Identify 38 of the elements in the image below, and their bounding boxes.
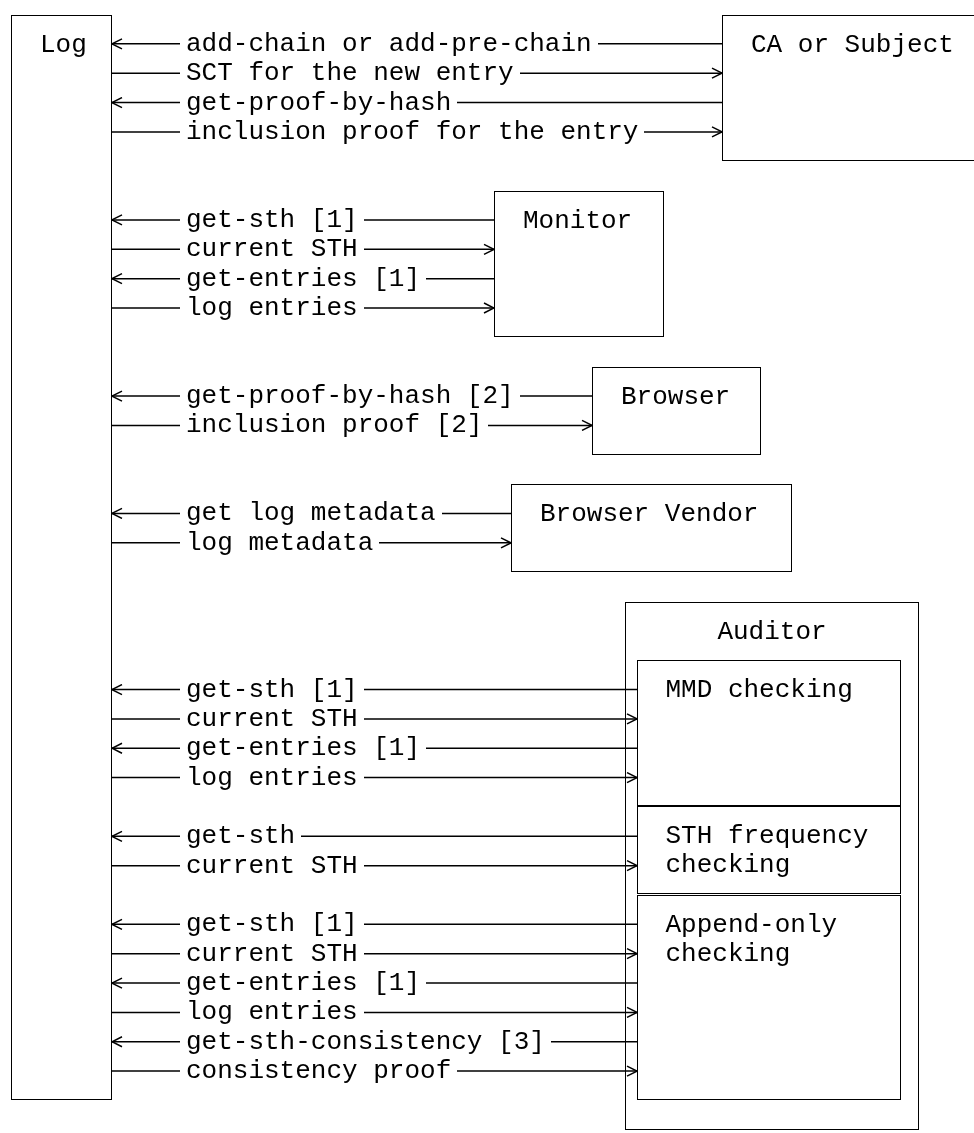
entity-box (494, 190, 664, 338)
node-label: Browser Vendor (540, 500, 760, 530)
edge-label: log entries (180, 764, 364, 791)
check-box (636, 806, 901, 895)
edge-label: inclusion proof [2] (180, 412, 489, 439)
entity-box (511, 484, 792, 573)
node-label: STH frequency checking (665, 822, 870, 881)
edge-label: get-entries [1] (180, 970, 427, 997)
edge-label: get-sth [1] (180, 676, 364, 703)
entity-box (722, 14, 974, 162)
node-heading: Auditor (716, 617, 828, 647)
edge-label: get-entries [1] (180, 265, 427, 292)
edge-label: get log metadata (180, 500, 442, 527)
check-box (636, 894, 901, 1100)
edge-label: get-proof-by-hash (180, 89, 458, 116)
edge-label: get-entries [1] (180, 735, 427, 762)
edge-label: consistency proof (180, 1058, 458, 1085)
check-box (636, 659, 901, 807)
edge-label: add-chain or add-pre-chain (180, 30, 598, 57)
node-label: CA or Subject (751, 30, 955, 60)
edge-label: log metadata (180, 529, 380, 556)
edge-label: get-sth [1] (180, 911, 364, 938)
edge-label: get-sth [1] (180, 206, 364, 233)
edge-label: get-sth-consistency [3] (180, 1028, 551, 1055)
node-label: Append-only checking (665, 910, 839, 969)
edge-label: inclusion proof for the entry (180, 118, 645, 145)
node-label: Log (40, 30, 88, 60)
node-label: MMD checking (665, 675, 854, 705)
edge-label: get-proof-by-hash [2] (180, 383, 520, 410)
edge-label: SCT for the new entry (180, 60, 520, 87)
entity-box (625, 601, 919, 1130)
edge-label: get-sth (180, 823, 302, 850)
node-label: Monitor (523, 206, 634, 236)
entity-box (592, 366, 761, 455)
edge-label: log entries (180, 999, 364, 1026)
node-label: Browser (621, 382, 732, 412)
edge-label: log entries (180, 295, 364, 321)
entity-box (11, 14, 112, 1101)
